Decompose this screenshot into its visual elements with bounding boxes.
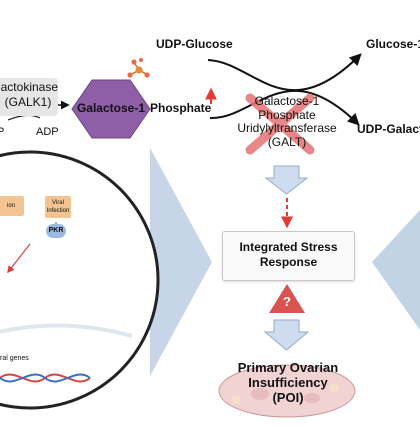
poi-label-line2: Insufficiency bbox=[248, 375, 328, 390]
poi-label: Primary Ovarian Insufficiency (POI) bbox=[213, 360, 363, 405]
phosphate-molecule-icon bbox=[127, 58, 150, 78]
galactose-1p-to-udp-galactose-arrow bbox=[209, 89, 360, 126]
galt-down-arrow bbox=[264, 165, 309, 195]
galactose-1-phosphate-hexagon bbox=[71, 79, 151, 139]
inset-circle bbox=[0, 150, 160, 410]
galt-label: Galactose-1 Phosphate Uridylyltransferas… bbox=[229, 94, 345, 149]
right-funnel-shape bbox=[372, 210, 420, 330]
inset-tag-left-label: ion bbox=[6, 203, 15, 209]
inset-membrane bbox=[0, 323, 133, 338]
pkr-node: PKR bbox=[46, 224, 66, 238]
pkr-label: PKR bbox=[48, 227, 64, 234]
poi-label-line1: Primary Ovarian bbox=[237, 360, 339, 375]
glucose-1-label: Glucose-1 bbox=[366, 37, 420, 51]
adp-arrow bbox=[7, 114, 41, 121]
integrated-stress-response-label: Integrated Stress Response bbox=[222, 240, 355, 270]
galk1-label-line2: (GALK1) bbox=[4, 95, 52, 109]
ovary-illustration bbox=[218, 364, 356, 418]
warning-triangle bbox=[269, 284, 305, 313]
inset-genes-label: ral genes bbox=[0, 355, 29, 362]
galt-label-line4: (GALT) bbox=[267, 134, 307, 149]
p-fragment-label: P bbox=[0, 126, 5, 138]
integrated-stress-response-box bbox=[222, 231, 355, 281]
inset-tag-right: Viral Infection bbox=[45, 196, 71, 218]
galt-label-line1: Galactose-1 bbox=[254, 94, 320, 108]
poi-down-arrow bbox=[263, 319, 310, 351]
udp-galactose-label: UDP-Galact bbox=[357, 122, 420, 136]
galt-label-line3: Uridylyltransferase bbox=[237, 121, 337, 135]
galt-label-line2: Phosphate bbox=[258, 107, 316, 122]
poi-label-line3: (POI) bbox=[272, 390, 304, 405]
inset-tag-right-line2: Infection bbox=[46, 208, 70, 214]
galactose-1-label: Galactose-1 bbox=[76, 101, 146, 115]
udp-glucose-to-glucose-1-arrow bbox=[207, 53, 362, 92]
left-funnel-shape bbox=[150, 148, 212, 376]
stress-label-line2: Response bbox=[259, 255, 318, 269]
galk1-label-line1: lactokinase bbox=[0, 80, 59, 94]
dna-strand-b bbox=[0, 373, 91, 383]
inset-tag-right-line1: Viral bbox=[52, 200, 64, 206]
inset-tag-left: ion bbox=[0, 196, 24, 216]
stress-label-line1: Integrated Stress bbox=[239, 240, 338, 254]
adp-label: ADP bbox=[36, 126, 59, 138]
question-mark: ? bbox=[283, 294, 291, 309]
galk1-label: lactokinase (GALK1) bbox=[0, 80, 60, 110]
galt-blocked-cross bbox=[245, 93, 315, 155]
udp-glucose-label: UDP-Glucose bbox=[156, 37, 233, 51]
galk1-enzyme-box bbox=[0, 78, 58, 116]
inset-red-arrow bbox=[7, 243, 31, 274]
phosphate-label: Phosphate bbox=[150, 101, 212, 115]
